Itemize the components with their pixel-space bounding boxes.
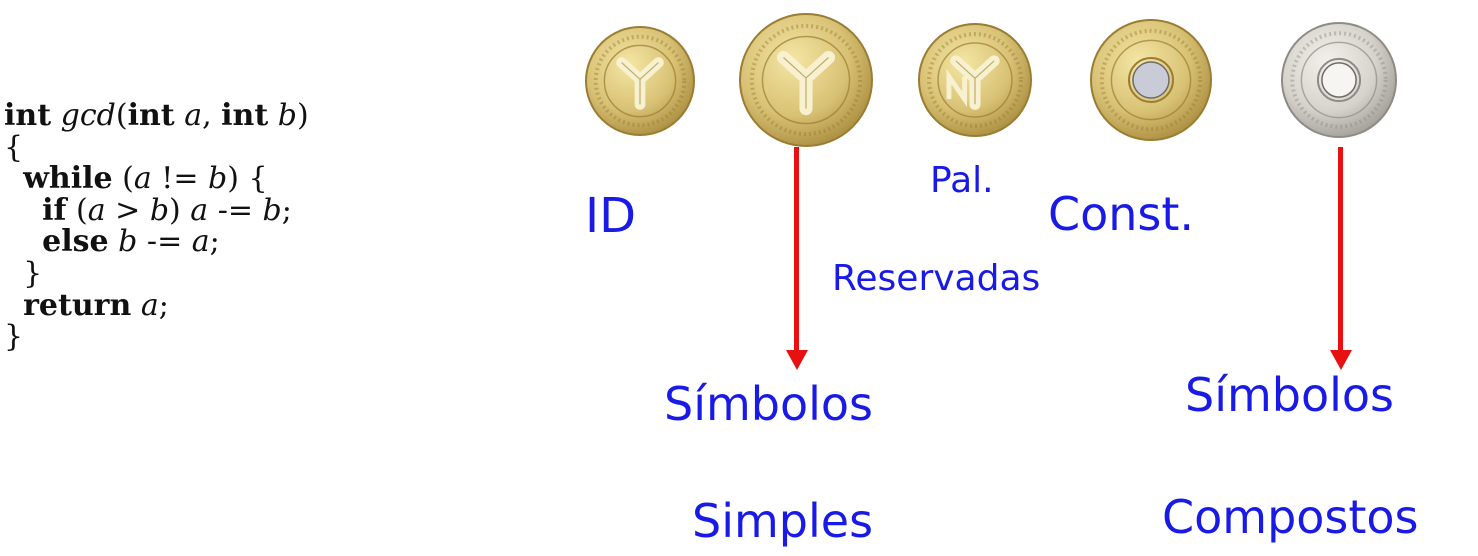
code-line: return a; [4,287,309,323]
code-text: } [4,255,43,291]
code-text: -= [208,192,263,228]
label-simbolos-simples-1: Símbolos [664,377,874,431]
code-text: , [202,98,222,133]
code-line: int gcd(int a, int b) [4,100,309,132]
code-snippet: int gcd(int a, int b){ while (a != b) { … [4,100,309,353]
code-keyword: return [23,287,132,323]
id-token-icon [585,26,695,136]
code-text: > [105,192,150,228]
code-text: ; [281,192,292,228]
code-line: { [4,129,309,165]
label-simbolos-simples-2: Simples [692,494,874,548]
code-identifier: a [184,98,203,133]
code-text: ) { [227,161,268,197]
code-identifier: b [208,161,228,197]
code-text: ; [209,224,220,260]
code-line: else b -= a; [4,226,309,258]
code-keyword: int [127,98,175,133]
label-simbolos-compostos-1: Símbolos [1185,368,1395,422]
code-keyword: int [4,98,52,133]
arrow-compound-line [1338,147,1343,352]
code-identifier: b [277,98,297,133]
code-identifier: a [87,192,106,228]
arrow-simple-head [786,350,808,370]
code-keyword: else [42,224,109,260]
label-const: Const. [1048,187,1195,241]
code-text: ; [158,287,169,323]
code-line: while (a != b) { [4,163,309,195]
code-line: } [4,321,309,353]
code-identifier: b [149,192,170,228]
code-text: } [4,319,24,355]
label-pal: Pal. [930,160,994,201]
code-keyword: if [42,192,67,228]
code-line: } [4,258,309,290]
code-keyword: int [221,98,269,133]
code-keyword: while [23,161,113,197]
label-reservadas: Reservadas [832,258,1041,299]
code-text: ( [66,192,88,228]
code-identifier: gcd [60,98,116,133]
label-simbolos-compostos-2: Compostos [1162,490,1419,544]
code-text: != [151,161,209,197]
code-identifier: a [191,224,210,260]
code-text: -= [137,224,192,260]
constant-token-icon [1090,19,1212,141]
symbol-compound-token-icon [1281,22,1397,138]
code-text: ( [112,161,134,197]
code-line: if (a > b) a -= b; [4,192,309,228]
arrow-simple-line [794,147,799,352]
code-text: ) [169,192,191,228]
symbol-simple-token-icon [739,13,873,147]
code-text: { [4,129,24,165]
code-identifier: a [133,161,152,197]
code-text: ) [297,98,309,133]
reserved-word-token-icon [918,23,1032,137]
code-identifier: b [118,224,138,260]
code-identifier: a [190,192,209,228]
arrow-compound-head [1330,350,1352,370]
code-identifier: b [262,192,282,228]
code-text: ( [115,98,128,133]
label-id: ID [585,188,637,244]
code-identifier: a [140,287,159,323]
